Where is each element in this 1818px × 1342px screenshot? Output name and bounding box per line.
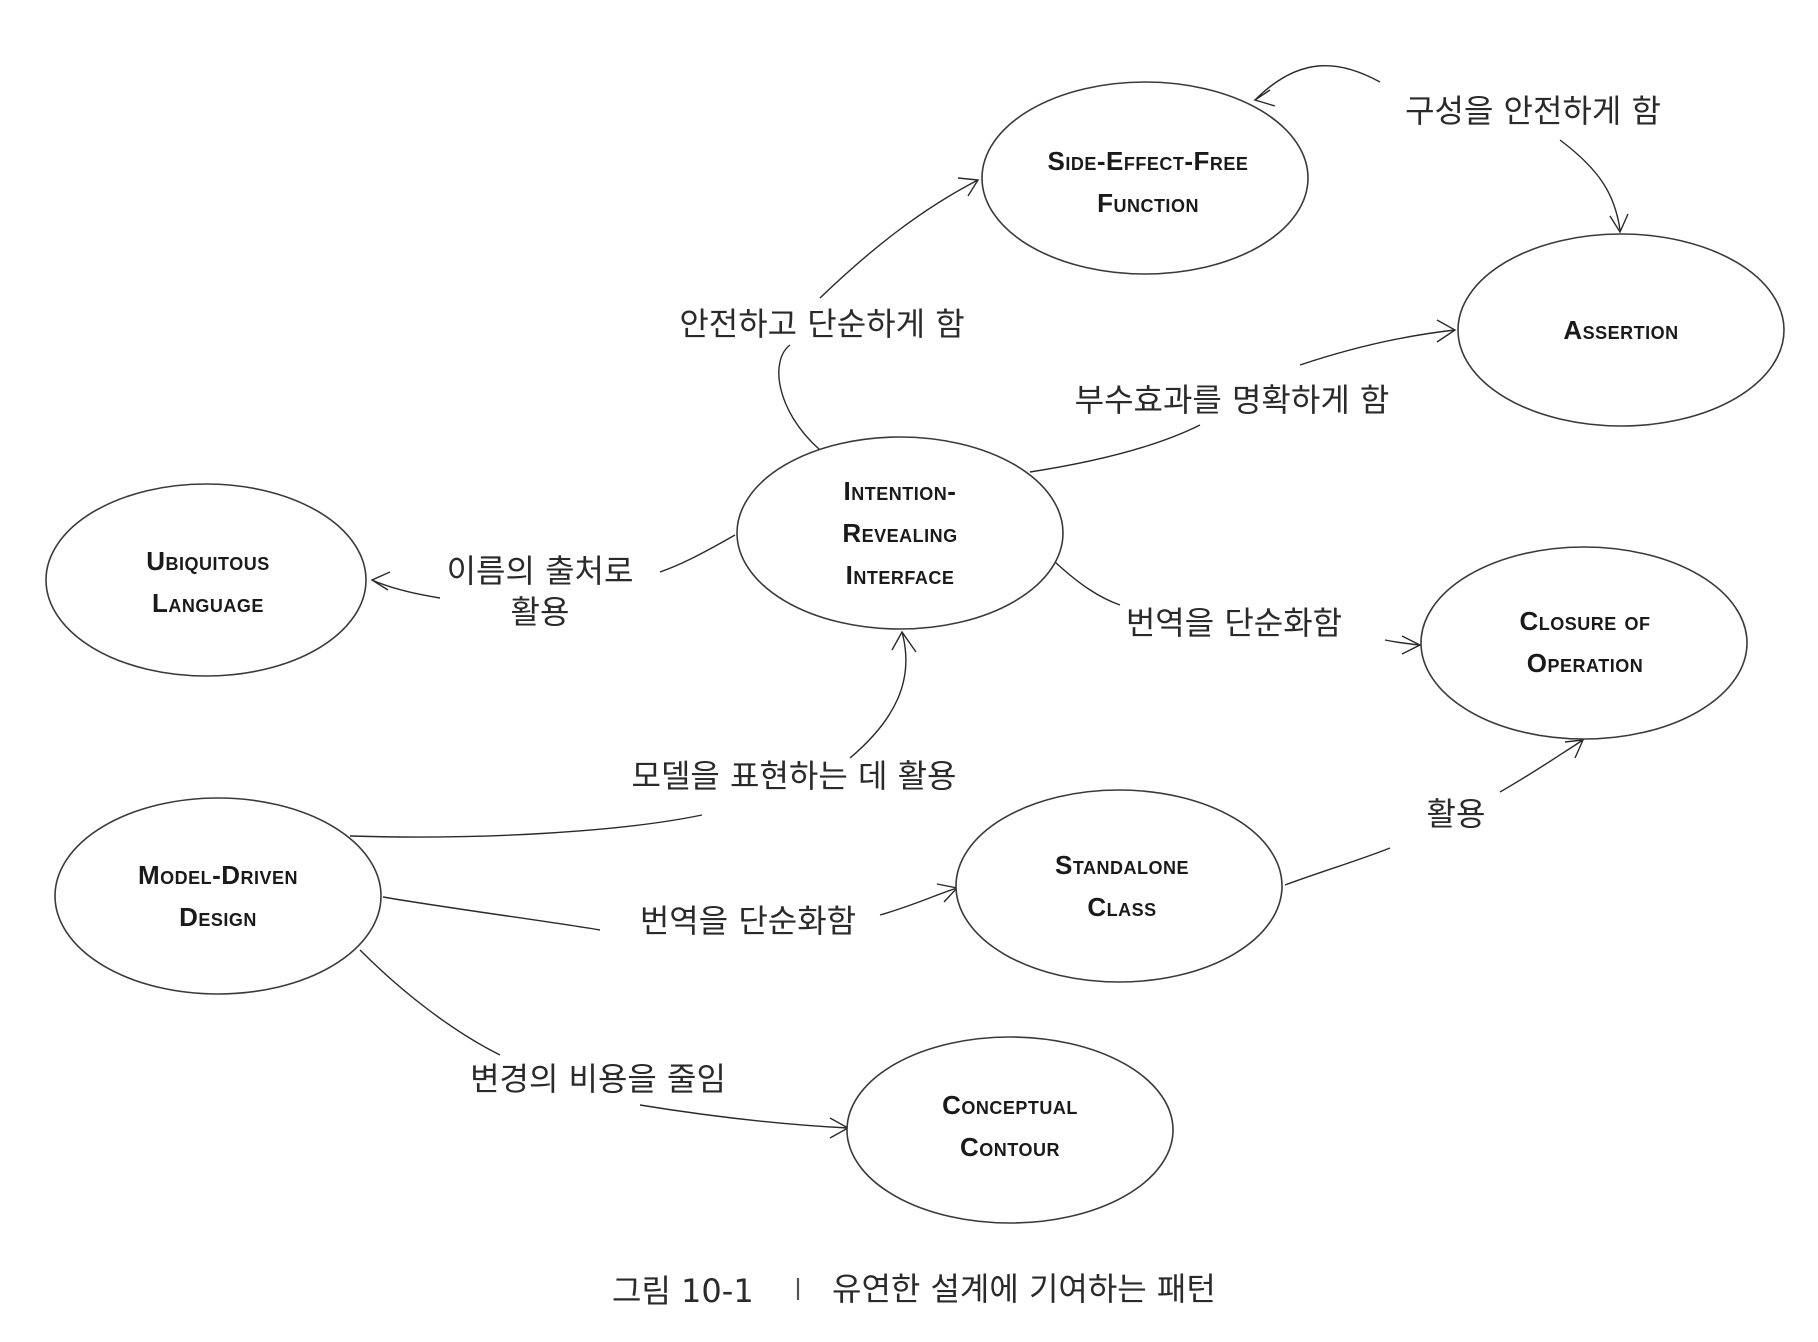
intention-revealing-line2: Revealing [842, 518, 957, 548]
edge-safe-simple [778, 344, 821, 451]
label-clarify-side-effects: 부수효과를 명확하게 함 [1075, 381, 1390, 419]
edge-labels: 구성을 안전하게 함 안전하고 단순하게 함 부수효과를 명확하게 함 이름의 … [447, 92, 1661, 1098]
label-reduce-cost: 변경의 비용을 줄임 [470, 1060, 726, 1098]
label-name-source-1: 이름의 출처로 [447, 552, 634, 590]
intention-revealing-line1: Intention- [844, 476, 957, 506]
conceptual-line2: Contour [960, 1132, 1060, 1162]
arrow-head-ubiquitous [370, 571, 391, 591]
edge-simplify-translation-2b [879, 887, 958, 916]
node-intention-revealing: Intention- Revealing Interface [736, 436, 1064, 630]
node-assertion: Assertion [1457, 233, 1785, 427]
caption-title: 유연한 설계에 기여하는 패턴 [832, 1270, 1216, 1308]
model-driven-line1: Model-Driven [138, 860, 298, 890]
intention-revealing-ellipse [736, 436, 1064, 630]
model-driven-ellipse [54, 797, 382, 995]
ubiquitous-line1: Ubiquitous [146, 546, 269, 576]
edge-clarify-side-effects-2 [1299, 329, 1456, 366]
node-model-driven: Model-Driven Design [54, 797, 382, 995]
node-conceptual: Conceptual Contour [846, 1036, 1174, 1224]
arrow-head-closure-left [1401, 635, 1422, 655]
intention-revealing-line3: Interface [846, 560, 955, 590]
label-compose-safely: 구성을 안전하게 함 [1405, 92, 1661, 130]
edge-express-model [349, 814, 703, 838]
edge-clarify-side-effects [1029, 424, 1201, 473]
side-effect-free-line1: Side-Effect-Free [1048, 146, 1249, 176]
assertion-line1: Assertion [1563, 315, 1678, 345]
label-simplify-translation-2: 번역을 단순화함 [640, 902, 856, 940]
figure-caption: 그림 10-1 유연한 설계에 기여하는 패턴 [612, 1270, 1216, 1310]
arrow-head-side-effect-free [1253, 89, 1276, 107]
arrow-head-assertion-top [1609, 213, 1629, 234]
assertion-ellipse [1457, 233, 1785, 427]
node-closure: Closure of Operation [1420, 546, 1748, 740]
standalone-line2: Class [1087, 892, 1156, 922]
standalone-line1: Standalone [1055, 850, 1189, 880]
arrow-head-assertion-left [1436, 319, 1457, 343]
closure-line2: Operation [1527, 648, 1643, 678]
edge-use-2 [1499, 739, 1584, 793]
label-safe-simple: 안전하고 단순하게 함 [679, 305, 964, 343]
node-ubiquitous: Ubiquitous Language [45, 483, 367, 677]
caption-figure-number: 그림 10-1 [612, 1272, 754, 1310]
label-name-source-2: 활용 [511, 593, 570, 631]
standalone-ellipse [955, 789, 1283, 983]
edge-compose-safely-2 [1559, 139, 1621, 231]
edges [349, 64, 1629, 1139]
edge-reduce-cost-2 [639, 1104, 849, 1129]
side-effect-free-ellipse [981, 81, 1309, 275]
edge-use [1284, 847, 1391, 886]
label-simplify-translation-1: 번역을 단순화함 [1126, 604, 1342, 642]
label-express-model: 모델을 표현하는 데 활용 [632, 757, 957, 795]
conceptual-line1: Conceptual [942, 1090, 1078, 1120]
arrow-head-standalone [936, 883, 959, 903]
edge-safe-simple-2 [819, 179, 979, 299]
conceptual-ellipse [846, 1036, 1174, 1224]
node-side-effect-free: Side-Effect-Free Function [981, 81, 1309, 275]
ubiquitous-ellipse [45, 483, 367, 677]
label-use: 활용 [1427, 795, 1486, 833]
edge-express-model-2 [849, 631, 907, 759]
closure-ellipse [1420, 546, 1748, 740]
ubiquitous-line2: Language [152, 588, 264, 618]
model-driven-line2: Design [179, 902, 257, 932]
arrow-head-sef-left [957, 177, 980, 197]
edge-simplify-translation-2 [382, 896, 601, 931]
edge-name-source [659, 534, 736, 573]
edge-simplify-translation-1 [1054, 561, 1121, 606]
edge-name-source-2 [371, 579, 441, 599]
edge-reduce-cost [359, 949, 501, 1056]
arrow-head-closure-bottom [1564, 739, 1585, 759]
closure-line1: Closure of [1519, 606, 1650, 636]
edge-simplify-translation-1b [1384, 639, 1421, 646]
side-effect-free-line2: Function [1097, 188, 1199, 218]
arrow-head-intention-bottom [891, 630, 917, 653]
node-standalone: Standalone Class [955, 789, 1283, 983]
edge-compose-safely [1254, 64, 1381, 101]
